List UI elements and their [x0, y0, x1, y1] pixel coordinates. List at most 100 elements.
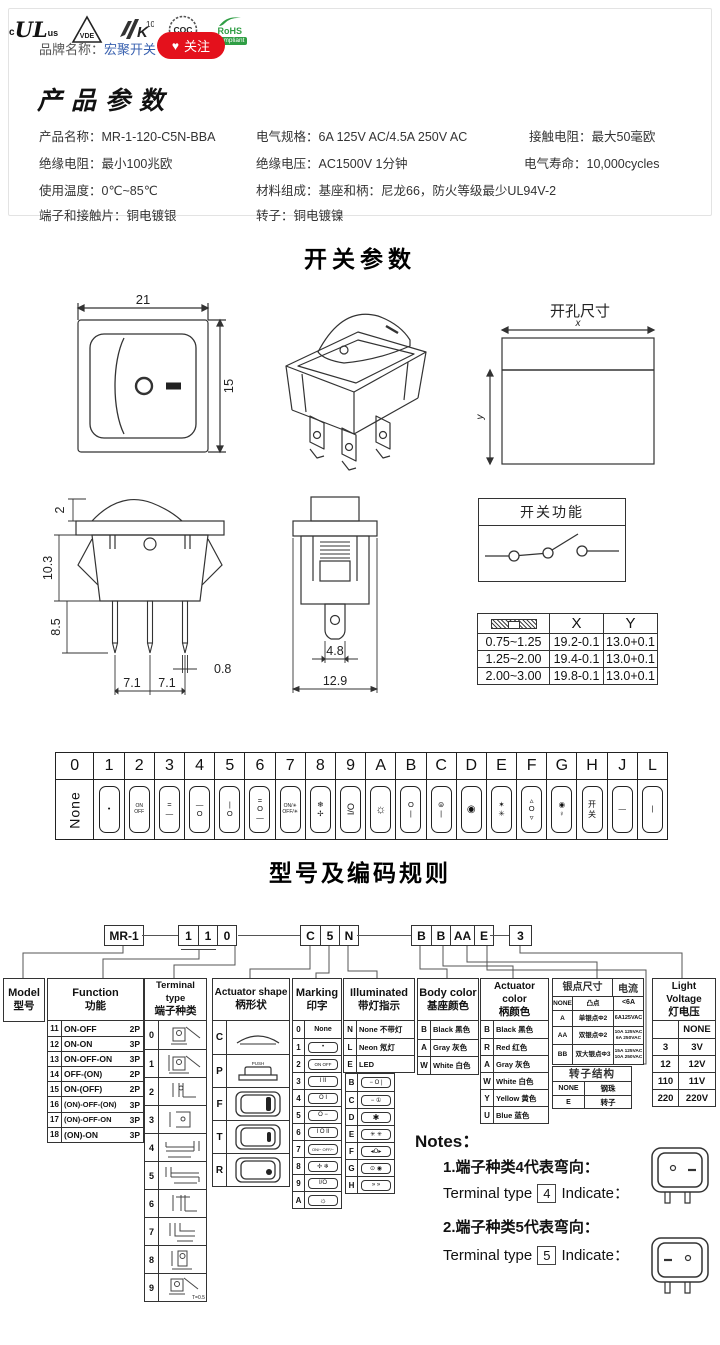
terminal-drawing-icon: [172, 1082, 196, 1097]
table-row: 1•: [293, 1038, 341, 1055]
table-row: T: [213, 1120, 289, 1153]
legend-symbol: •: [93, 780, 123, 839]
spec-item: 材料组成：基座和柄：尼龙66，防火等级最少UL94V-2: [256, 184, 557, 198]
dim-y: y: [475, 414, 486, 421]
terminal-drawing-icon: T=0.5: [169, 1277, 205, 1301]
legend-code: A: [365, 753, 396, 780]
note-2: 2.端子种类5代表弯向：: [443, 1219, 599, 1236]
legend-symbol: ◉ ♀: [546, 780, 576, 839]
legend-code: 1: [93, 753, 124, 780]
terminal-drawing-icon: [171, 1250, 192, 1269]
svg-text:CQC: CQC: [174, 25, 193, 35]
table-row: 0.75~1.25 19.2-0.1 13.0+0.1: [477, 633, 659, 651]
table-row: 1.25~2.00 19.4-0.1 13.0+0.1: [477, 650, 659, 668]
heart-icon: ♥: [171, 38, 180, 53]
legend-symbol: = —: [153, 780, 184, 839]
marking-legend-table: 0 1 2 3 4 5 6 7 8 9 A B C D E F G H J L …: [55, 752, 668, 840]
coding-rules-title: 型号及编码规则: [269, 860, 451, 886]
terminal-5-switch-drawing: [651, 1237, 709, 1294]
table-row: H» »: [346, 1176, 394, 1193]
terminal-drawing-icon: [168, 1054, 201, 1073]
spec-item: 绝缘电阻：最小100兆欧: [39, 157, 173, 171]
thickness-symbol-cell: [477, 613, 550, 634]
terminal-5-code-box: 5: [537, 1246, 557, 1265]
legend-code: 3: [153, 753, 185, 780]
legend-symbol: ☼: [365, 780, 395, 839]
legend-code: F: [516, 753, 547, 780]
dim-0-8: 0.8: [214, 662, 231, 676]
rocker-face-dot-icon: [235, 1157, 281, 1183]
legend-symbol: = O —: [244, 780, 274, 839]
legend-code: 2: [123, 753, 154, 780]
table-row: E✳ ✳: [346, 1125, 394, 1142]
dim-12-9: 12.9: [323, 674, 347, 688]
table-row: NONE: [653, 1021, 715, 1038]
follow-button[interactable]: ♥ 关注: [157, 32, 225, 59]
dim-2: 2: [53, 506, 67, 513]
legend-symbol: None: [66, 790, 83, 829]
legend-symbol: ON OFF: [123, 780, 154, 839]
spec-item: 转子：铜电镀镍: [256, 209, 344, 223]
legend-symbol: 开 关: [576, 780, 606, 839]
svg-text:VDE: VDE: [80, 33, 95, 40]
terminal-drawing-icon: [172, 1194, 197, 1211]
legend-symbol: — O: [184, 780, 214, 839]
legend-code: D: [455, 753, 486, 780]
spdt-circuit-icon: [485, 533, 619, 562]
dim-10-3: 10.3: [41, 556, 55, 580]
table-row: B− O |: [346, 1074, 394, 1091]
terminal-drawing-icon: [169, 1111, 191, 1127]
legend-code: B: [395, 753, 426, 780]
brand-name-link[interactable]: 宏聚开关: [104, 42, 157, 57]
legend-code: 6: [244, 753, 275, 780]
enec-cert-icon: K 10: [120, 19, 154, 41]
legend-symbol: ⊜ |: [425, 780, 456, 839]
product-params-title: 产品参数: [37, 86, 174, 115]
table-row: 9 T=0.5: [145, 1273, 206, 1301]
terminal-4-switch-drawing: [651, 1147, 709, 1204]
hole-title: 开孔尺寸: [550, 303, 610, 320]
switch-params-title: 开关参数: [304, 246, 416, 272]
spec-item: 使用温度：0℃~85℃: [39, 184, 158, 198]
legend-symbol: ✶ ✳: [485, 780, 516, 839]
legend-symbol: ▵ O ▿: [516, 780, 546, 839]
rohs-cert-icon: RoHS Compliant: [212, 15, 248, 46]
legend-code: 5: [214, 753, 245, 780]
table-row: 2: [145, 1077, 206, 1105]
code-box-model: MR-1: [104, 925, 144, 946]
col-y-header: Y: [602, 613, 659, 634]
table-row: P PUSH: [213, 1054, 289, 1087]
note-1: 1.端子种类4代表弯向：: [443, 1159, 599, 1176]
perspective-view-drawing: [285, 313, 427, 471]
legend-symbol: O |: [395, 780, 425, 839]
